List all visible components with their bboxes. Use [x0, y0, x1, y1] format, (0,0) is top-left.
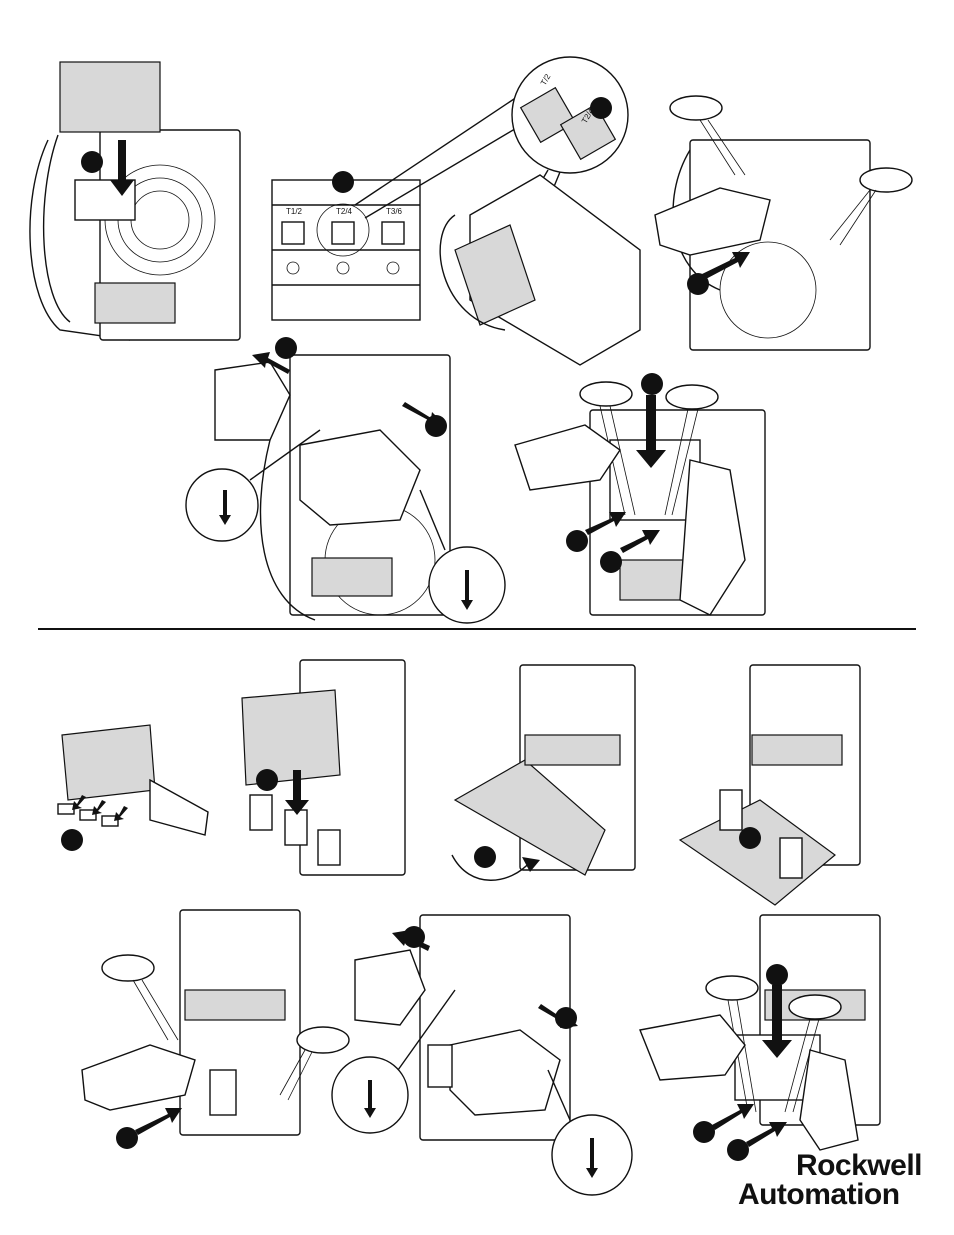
step-marker-icon: [600, 551, 622, 573]
label-bubble-left: [102, 955, 154, 981]
panel-rotate-assembly: [452, 665, 635, 880]
label-bubble-right: [297, 1027, 349, 1053]
brand-line-1: Rockwell: [738, 1152, 922, 1181]
rockwell-automation-logo: Rockwell Automation: [738, 1152, 922, 1209]
section-divider: [38, 628, 916, 630]
lower-block: [312, 558, 392, 596]
brand-line-2: Automation: [738, 1181, 922, 1210]
lower-block: [525, 735, 620, 765]
arrow-icon: [114, 806, 128, 821]
step-marker-icon: [275, 337, 297, 359]
step-marker-icon: [555, 1007, 577, 1029]
step-marker-icon: [61, 829, 83, 851]
step-marker-icon: [332, 171, 354, 193]
arrow-icon: [92, 800, 106, 815]
label-bubble-left: [706, 976, 758, 1000]
panel-assembly-seated: [680, 665, 860, 905]
panel-press-block: [515, 373, 765, 615]
hand-icon: [215, 362, 290, 440]
panel-zoom-detail: T/2 T2/4: [440, 57, 640, 365]
terminal-label-t12: T1/2: [286, 207, 303, 216]
step-marker-icon: [474, 846, 496, 868]
step-marker-icon: [766, 964, 788, 986]
arrow-icon: [135, 1108, 182, 1135]
cover-plate: [62, 725, 155, 800]
hand-icon: [640, 1015, 745, 1080]
magnifier-callout-icon: [186, 469, 258, 541]
panel-bottom-press-block: [640, 915, 880, 1161]
step-marker-icon: [641, 373, 663, 395]
panel-cover-insert: [30, 62, 240, 340]
step-marker-icon: [590, 97, 612, 119]
lower-block: [752, 735, 842, 765]
panel-insert-cover: [242, 660, 405, 875]
terminal-label-t24: T2/4: [336, 207, 353, 216]
hand-icon: [82, 1045, 195, 1110]
label-bubble-right: [666, 385, 718, 409]
hand-icon: [355, 950, 425, 1025]
terminal-label-t36: T3/6: [386, 207, 403, 216]
panel-bottom-remove-cover: [332, 915, 632, 1195]
step-marker-icon: [256, 769, 278, 791]
step-marker-icon: [566, 530, 588, 552]
arrow-icon: [712, 1104, 754, 1130]
panel-bottom-wiring: [82, 910, 349, 1149]
panel-remove-cover: [186, 337, 505, 623]
arrow-icon: [746, 1122, 787, 1147]
step-marker-icon: [693, 1121, 715, 1143]
step-marker-icon: [739, 827, 761, 849]
label-bubble-right: [789, 995, 841, 1019]
step-marker-icon: [81, 151, 103, 173]
panel-knockouts: [58, 725, 208, 851]
label-bubble-right: [860, 168, 912, 192]
step-marker-icon: [403, 926, 425, 948]
cover-plate: [242, 690, 340, 785]
cover-plate: [60, 62, 160, 132]
step-marker-icon: [116, 1127, 138, 1149]
step-marker-icon: [425, 415, 447, 437]
label-bubble-left: [670, 96, 722, 120]
lower-block: [185, 990, 285, 1020]
lower-block: [95, 283, 175, 323]
step-marker-icon: [687, 273, 709, 295]
panel-wiring-hands: [655, 96, 912, 350]
label-bubble-left: [580, 382, 632, 406]
